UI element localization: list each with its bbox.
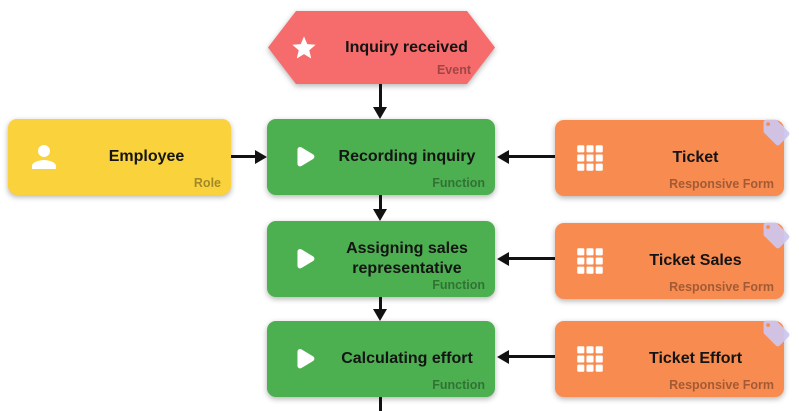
grid-icon [573,244,607,278]
node-assigning-sales-representative[interactable]: Assigning sales representative Function [267,221,495,297]
connector-arrowhead [497,150,509,164]
connector-calculating-to-next[interactable] [379,397,382,411]
node-title: Recording inquiry [338,148,476,165]
tag-icon [761,318,792,349]
connector-arrowhead [373,309,387,321]
node-type-label: Responsive Form [669,280,774,294]
node-type-label: Role [193,176,221,190]
node-type-label: Function [432,278,485,292]
tag-icon [761,220,792,251]
play-icon [285,342,319,376]
node-title: Ticket Effort [648,350,743,367]
node-employee[interactable]: Employee Role [8,119,231,195]
node-calculating-effort[interactable]: Calculating effort Function [267,321,495,397]
node-ticket-effort[interactable]: Ticket Effort Responsive Form [555,320,790,397]
node-type-label: Function [432,378,485,392]
connector-arrowhead [497,350,509,364]
connector-arrowhead [255,150,267,164]
grid-icon [573,342,607,376]
connector-ticket-effort-to-calculating[interactable] [509,355,555,358]
node-type-label: Event [436,63,471,77]
grid-icon [573,141,607,175]
node-ticket[interactable]: Ticket Responsive Form [555,119,790,196]
node-type-label: Responsive Form [669,378,774,392]
play-icon [285,140,319,174]
event-hexagon-shape: Inquiry received Event [268,11,495,84]
connector-ticket-sales-to-assigning[interactable] [509,257,555,260]
node-title: Calculating effort [341,350,473,367]
node-type-label: Responsive Form [669,177,774,191]
connector-event-to-recording[interactable] [379,84,382,107]
node-title: Ticket Sales [649,252,742,269]
node-title: Inquiry received [345,38,468,56]
node-event-inquiry-received[interactable]: Inquiry received Event [268,11,495,84]
star-icon [290,34,318,62]
connector-ticket-to-recording[interactable] [509,155,555,158]
connector-employee-to-recording[interactable] [231,155,255,158]
connector-assigning-to-calculating[interactable] [379,297,382,309]
play-icon [285,242,319,276]
person-icon [26,139,62,175]
connector-recording-to-assigning[interactable] [379,195,382,209]
node-recording-inquiry[interactable]: Recording inquiry Function [267,119,495,195]
connector-arrowhead [497,252,509,266]
node-title: Assigning sales representative [346,240,468,277]
node-type-label: Function [432,176,485,190]
connector-arrowhead [373,107,387,119]
connector-arrowhead [373,209,387,221]
node-title: Employee [108,148,185,165]
tag-icon [761,117,792,148]
node-ticket-sales[interactable]: Ticket Sales Responsive Form [555,222,790,299]
node-title: Ticket [672,149,719,166]
